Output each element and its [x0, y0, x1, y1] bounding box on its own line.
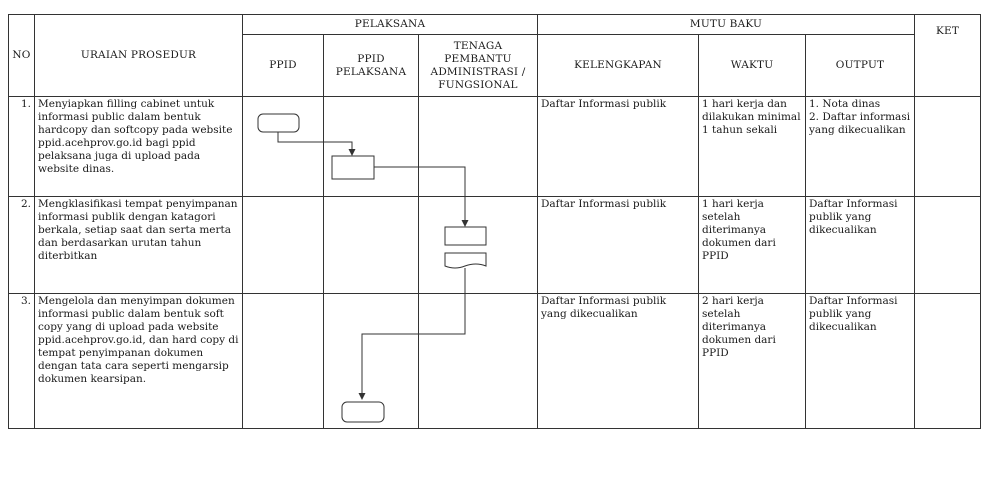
output-line: Daftar Informasi publik yang dikecualika…	[809, 295, 898, 333]
output-line: 2. Daftar informasi yang dikecualikan	[809, 111, 911, 136]
row-output: Daftar Informasi publik yang dikecualika…	[805, 196, 915, 294]
row-waktu: 2 hari kerja setelah diterimanya dokumen…	[698, 293, 806, 429]
flow-arrow	[277, 132, 356, 156]
output-line: 1. Nota dinas	[809, 98, 881, 110]
terminator-end-shape	[341, 401, 385, 423]
lane-ppid	[242, 196, 324, 294]
row-kelengkapan: Daftar Informasi publik	[537, 196, 699, 294]
header-tenaga-pembantu: TENAGA PEMBANTU ADMINISTRASI / FUNGSIONA…	[418, 34, 538, 97]
header-ket: KET	[914, 14, 981, 97]
row-uraian: Mengklasifikasi tempat penyimpanan infor…	[34, 196, 243, 294]
row-number: 3.	[8, 293, 35, 429]
lane-tenaga	[418, 96, 538, 197]
header-ppid: PPID	[242, 34, 324, 97]
row-output: Daftar Informasi publik yang dikecualika…	[805, 293, 915, 429]
row-number: 1.	[8, 96, 35, 197]
header-pelaksana: PELAKSANA	[242, 14, 538, 35]
output-line: Daftar Informasi publik yang dikecualika…	[809, 198, 898, 236]
header-kelengkapan: KELENGKAPAN	[537, 34, 699, 97]
row-uraian: Mengelola dan menyimpan dokumen informas…	[34, 293, 243, 429]
flow-arrow	[358, 268, 466, 400]
lane-ppid	[242, 96, 324, 197]
row-ket	[914, 293, 981, 429]
row-waktu: 1 hari kerja setelah diterimanya dokumen…	[698, 196, 806, 294]
table-row: 1. Menyiapkan filling cabinet untuk info…	[8, 96, 981, 197]
terminator-start-shape	[257, 113, 300, 133]
header-no: NO	[8, 14, 35, 97]
flowchart-overlay	[257, 113, 487, 423]
row-number: 2.	[8, 196, 35, 294]
lane-ppid	[242, 293, 324, 429]
header-mutu-baku: MUTU BAKU	[537, 14, 915, 35]
sop-sheet: NO URAIAN PROSEDUR PELAKSANA MUTU BAKU K…	[8, 14, 981, 442]
header-output: OUTPUT	[805, 34, 915, 97]
flow-arrow	[374, 166, 469, 227]
header-uraian-prosedur: URAIAN PROSEDUR	[34, 14, 243, 97]
row-ket	[914, 96, 981, 197]
lane-ppid-pelaksana	[323, 96, 419, 197]
table-row: 3. Mengelola dan menyimpan dokumen infor…	[8, 293, 981, 429]
row-kelengkapan: Daftar Informasi publik	[537, 96, 699, 197]
row-uraian: Menyiapkan filling cabinet untuk informa…	[34, 96, 243, 197]
row-ket	[914, 196, 981, 294]
document-shape	[444, 252, 487, 269]
process-shape	[444, 226, 487, 246]
row-waktu: 1 hari kerja dan dilakukan minimal 1 tah…	[698, 96, 806, 197]
sop-table: NO URAIAN PROSEDUR PELAKSANA MUTU BAKU K…	[8, 14, 981, 429]
lane-ppid-pelaksana	[323, 196, 419, 294]
header-ppid-pelaksana: PPID PELAKSANA	[323, 34, 419, 97]
lane-tenaga	[418, 293, 538, 429]
lane-ppid-pelaksana	[323, 293, 419, 429]
table-row: 2. Mengklasifikasi tempat penyimpanan in…	[8, 196, 981, 294]
header-waktu: WAKTU	[698, 34, 806, 97]
process-shape	[331, 155, 375, 180]
row-kelengkapan: Daftar Informasi publik yang dikecualika…	[537, 293, 699, 429]
row-output: 1. Nota dinas 2. Daftar informasi yang d…	[805, 96, 915, 197]
